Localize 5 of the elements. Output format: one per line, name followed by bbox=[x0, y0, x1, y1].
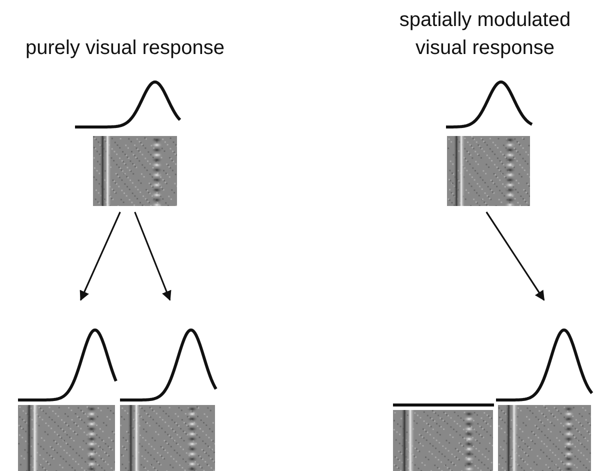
column-heading: spatially modulated visual response bbox=[398, 8, 572, 61]
column-heading: purely visual response bbox=[24, 36, 226, 61]
arrow bbox=[80, 212, 121, 301]
arrow bbox=[134, 212, 172, 301]
arrow bbox=[486, 212, 545, 301]
